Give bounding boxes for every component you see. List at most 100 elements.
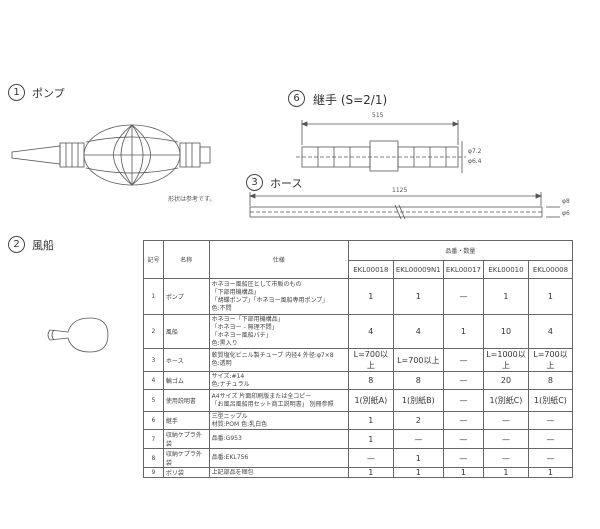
qty-cell: — bbox=[483, 448, 529, 468]
qty-cell: 4 bbox=[527, 314, 574, 349]
qty-cell: 20 bbox=[483, 371, 529, 390]
qty-cell: 1 bbox=[527, 467, 574, 478]
spec-line: 「下部用機構品」 bbox=[211, 288, 260, 296]
pump-note: 形状は参考です。 bbox=[168, 196, 216, 203]
spec-line: 軟質塩化ビニル製チューブ 内径4 外径:φ7×8 bbox=[211, 352, 334, 359]
qty-cell: 1 bbox=[442, 467, 485, 478]
hose-dim-d2: φ6 bbox=[562, 210, 570, 217]
qty-cell: 1 bbox=[483, 467, 529, 478]
parts-spec-table: 記号 名称 仕様 品番・数量 EKL00018 EKL00009N1 EKL00… bbox=[143, 240, 574, 478]
header-name: 名称 bbox=[162, 240, 210, 279]
qty-cell: L=1000以上 bbox=[483, 348, 529, 372]
qty-cell: 1 bbox=[347, 429, 394, 449]
row-spec: ホネヨー風船圧として市販のもの「下部用機構品」「胡蝶ポンプ」「ホネヨー風船専用ポ… bbox=[208, 278, 349, 315]
qty-cell: 8 bbox=[527, 371, 574, 390]
row-spec: ホネヨー「下部用機構品」「ホネヨー - 無理不問」「ホネヨー風船パチ」色:黒入り bbox=[208, 314, 349, 349]
balloon-number-badge: 2 bbox=[8, 236, 25, 253]
row-spec: 品番:G953 bbox=[208, 429, 349, 449]
qty-cell: 8 bbox=[347, 371, 394, 390]
row-number: 2 bbox=[143, 314, 164, 349]
qty-cell: 1 bbox=[347, 411, 394, 430]
row-spec: 三型ニップル材質:POM 色:乳白色 bbox=[208, 411, 349, 430]
pump-label: ポンプ bbox=[32, 87, 65, 100]
qty-cell: — bbox=[442, 348, 485, 372]
spec-line: 品番:EKL756 bbox=[211, 454, 249, 461]
hose-drawing bbox=[248, 192, 560, 220]
fitting-dim-length: 515 bbox=[372, 112, 384, 119]
row-number: 6 bbox=[143, 411, 164, 430]
pump-drawing bbox=[11, 124, 211, 186]
row-spec: A4サイズ 片面印刷版または全コピー「お風呂風船用セット商工説明書」 別冊参照 bbox=[208, 389, 349, 412]
spec-line: 色:ナチュラル bbox=[211, 380, 250, 388]
spec-line: 「ホネヨー風船パチ」 bbox=[211, 331, 272, 339]
qty-cell: 2 bbox=[392, 411, 444, 430]
qty-cell: 4 bbox=[347, 314, 394, 349]
row-name: 使用説明書 bbox=[162, 389, 210, 412]
spec-line: 色:黒入り bbox=[211, 339, 238, 347]
qty-cell: 1(別紙C) bbox=[483, 389, 529, 412]
qty-cell: — bbox=[442, 389, 485, 412]
fitting-label: 継手 (S=2/1) bbox=[313, 93, 388, 107]
qty-cell: 1(別紙A) bbox=[347, 389, 394, 412]
qty-cell: 1 bbox=[527, 278, 574, 315]
qty-cell: 10 bbox=[483, 314, 529, 349]
table-model-row: EKL00018 EKL00009N1 EKL00017 EKL00010 EK… bbox=[144, 260, 574, 279]
balloon-label: 風船 bbox=[32, 239, 54, 252]
row-name: 継手 bbox=[162, 411, 210, 430]
qty-cell: 1(別紙B) bbox=[392, 389, 444, 412]
spec-line: 品番:G953 bbox=[211, 435, 242, 442]
spec-line: 「胡蝶ポンプ」「ホネヨー風船専用ポンプ」 bbox=[211, 296, 329, 304]
row-number: 1 bbox=[143, 278, 164, 315]
hose-label: ホース bbox=[270, 177, 303, 190]
qty-cell: L=700以上 bbox=[347, 348, 394, 372]
spec-line: サイズ:#14 bbox=[211, 372, 245, 380]
spec-line: A4サイズ 片面印刷版または全コピー bbox=[211, 392, 312, 400]
qty-cell: 1 bbox=[392, 278, 444, 315]
row-number: 8 bbox=[143, 448, 164, 468]
spec-line: 上記部品を梱包 bbox=[211, 468, 254, 476]
row-name: 風船 bbox=[162, 314, 210, 349]
qty-cell: — bbox=[527, 429, 574, 449]
spec-line: 「ホネヨー - 無理不問」 bbox=[211, 323, 278, 331]
spec-line: 「お風呂風船用セット商工説明書」 別冊参照 bbox=[211, 400, 334, 408]
qty-cell: 1 bbox=[483, 278, 529, 315]
header-no: 記号 bbox=[143, 240, 164, 279]
qty-cell: — bbox=[442, 278, 485, 315]
qty-cell: L=700以上 bbox=[527, 348, 574, 372]
hose-number-badge: 3 bbox=[246, 174, 263, 191]
row-name: 輪ゴム bbox=[162, 371, 210, 390]
qty-cell: — bbox=[442, 429, 485, 449]
hose-dim-d1: φ8 bbox=[562, 198, 570, 205]
row-spec: 上記部品を梱包 bbox=[208, 467, 349, 478]
qty-cell: — bbox=[483, 411, 529, 430]
row-name: ホース bbox=[162, 348, 210, 372]
qty-cell: 1 bbox=[442, 314, 485, 349]
qty-cell: 8 bbox=[392, 371, 444, 390]
row-spec: 品番:EKL756 bbox=[208, 448, 349, 468]
header-spec: 仕様 bbox=[208, 240, 349, 279]
qty-cell: 1 bbox=[392, 467, 444, 478]
fitting-number-badge: 6 bbox=[288, 90, 305, 107]
pump-number-badge: 1 bbox=[8, 84, 25, 101]
model-code: EKL00017 bbox=[442, 260, 485, 279]
qty-cell: — bbox=[442, 371, 485, 390]
fitting-drawing bbox=[296, 120, 466, 173]
model-code: EKL00010 bbox=[483, 260, 529, 279]
model-code: EKL00018 bbox=[347, 260, 394, 279]
qty-cell: — bbox=[442, 411, 485, 430]
spec-line: 三型ニップル bbox=[211, 412, 248, 420]
spec-line: 色:透明 bbox=[211, 360, 232, 367]
fitting-dim-d1: φ7.2 bbox=[468, 148, 482, 155]
model-code: EKL00008 bbox=[527, 260, 574, 279]
qty-cell: — bbox=[347, 448, 394, 468]
row-number: 5 bbox=[143, 389, 164, 412]
